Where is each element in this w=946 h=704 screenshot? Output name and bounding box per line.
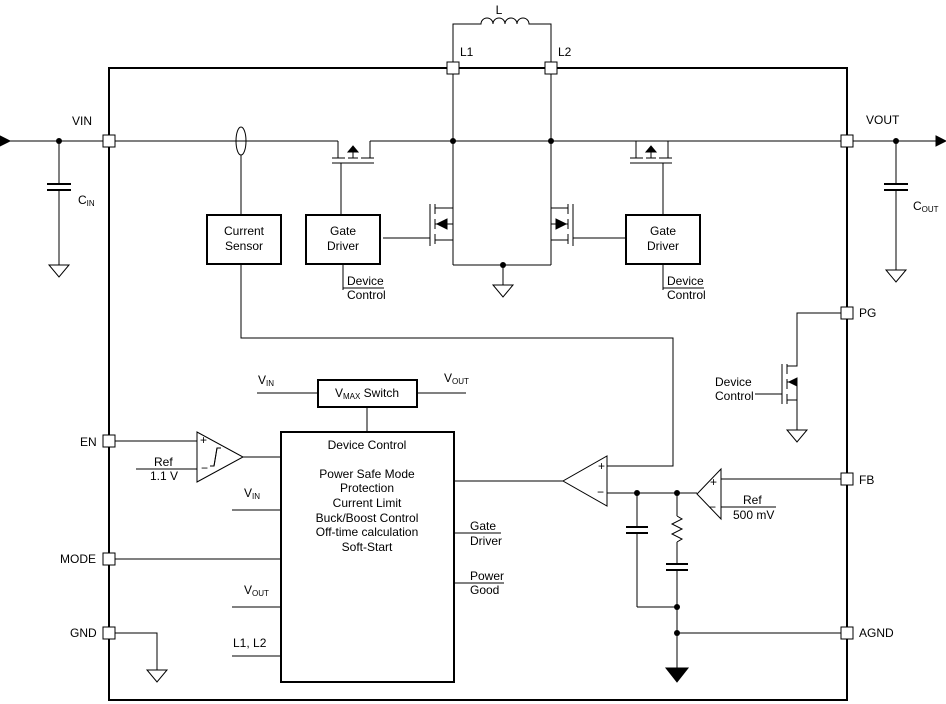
current-sensor-line2: Sensor — [225, 239, 263, 253]
l2-pin — [544, 61, 558, 75]
en-ref-value: 1.1 V — [150, 469, 178, 483]
gate-driver-right-line1: Gate — [650, 224, 676, 238]
pg-pin-label: PG — [859, 306, 876, 320]
dc-gate-driver-line2: Driver — [470, 534, 502, 548]
dc-power-good-line1: Power — [470, 569, 504, 583]
vin-pin — [102, 134, 116, 148]
dc-gate-driver-line1: Gate — [470, 519, 496, 533]
agnd-pin — [840, 626, 854, 640]
device-control-function: Protection — [340, 481, 394, 495]
vmax-vout-label: VOUT — [444, 371, 469, 386]
current-sensor-line1: Current — [224, 224, 265, 238]
device-control-function: Power Safe Mode — [319, 467, 415, 481]
en-ref-label: Ref — [154, 455, 173, 469]
svg-text:−: − — [709, 500, 716, 514]
right-low-side-mosfet — [551, 204, 626, 246]
current-sensor-block: Current Sensor — [206, 214, 282, 265]
vout-rail: COUT VOUT — [840, 113, 946, 283]
gate-driver-right-line2: Driver — [647, 239, 679, 253]
device-control-pg-line1: Device — [715, 375, 752, 389]
fb-pin — [840, 472, 854, 486]
mode-pin-label: MODE — [60, 552, 96, 566]
fb-amplifier: + − Ref 500 mV FB — [696, 467, 874, 522]
agnd-pin-label: AGND — [859, 626, 894, 640]
device-control-function: Off-time calculation — [316, 525, 419, 539]
fb-ref-label: Ref — [743, 493, 762, 507]
device-control-right-line2: Control — [667, 288, 706, 302]
inductor-label: L — [496, 3, 503, 17]
cin-label: CIN — [78, 193, 95, 208]
left-high-side-mosfet — [332, 141, 374, 215]
vin-arrow-icon — [0, 135, 12, 147]
device-control-pg-line2: Control — [715, 389, 754, 403]
dc-vout-label: VOUT — [244, 583, 269, 598]
ground-icon — [145, 669, 169, 683]
svg-text:−: − — [201, 461, 208, 475]
gate-driver-left-line1: Gate — [330, 224, 356, 238]
agnd-section: AGND — [677, 626, 894, 640]
dc-power-good-line2: Good — [470, 583, 499, 597]
ground-icon — [491, 284, 515, 298]
gnd-pin-label: GND — [70, 626, 97, 640]
device-control-function: Soft-Start — [342, 540, 393, 554]
dc-l1-l2-label: L1, L2 — [233, 636, 267, 650]
inductor-l: L — [452, 3, 552, 62]
left-low-side-mosfet — [383, 204, 453, 246]
vout-arrow-icon — [935, 135, 946, 147]
svg-text:−: − — [597, 485, 604, 499]
l1-pin — [446, 61, 460, 75]
device-control-block: Device Control Power Safe Mode Protectio… — [232, 431, 504, 683]
gate-driver-right-block: Gate Driver — [625, 214, 701, 265]
device-control-right-line1: Device — [667, 274, 704, 288]
gate-driver-left-block: Gate Driver — [305, 214, 381, 265]
vmax-vin-label: VIN — [258, 373, 274, 388]
vmax-switch-label: VMAX Switch — [335, 386, 399, 401]
l1-pin-label: L1 — [460, 45, 474, 59]
ground-icon — [884, 269, 908, 283]
pg-pin — [840, 306, 854, 320]
vin-rail: CIN VIN — [0, 114, 848, 278]
mode-pin — [102, 552, 116, 566]
device-control-function: Buck/Boost Control — [316, 511, 419, 525]
device-control-left-line2: Control — [347, 288, 386, 302]
compensation-network — [626, 490, 690, 683]
svg-text:+: + — [200, 433, 207, 447]
gnd-section: GND — [70, 626, 169, 683]
en-pin-label: EN — [80, 435, 97, 449]
svg-text:+: + — [598, 459, 605, 473]
vout-pin — [840, 134, 854, 148]
ic-boundary — [108, 67, 848, 701]
analog-ground-icon — [664, 667, 690, 683]
en-comparator — [196, 431, 245, 483]
ground-icon — [785, 429, 809, 443]
gnd-pin — [102, 626, 116, 640]
vout-pin-label: VOUT — [866, 113, 900, 127]
fb-ref-value: 500 mV — [733, 508, 774, 522]
fb-pin-label: FB — [859, 473, 874, 487]
vin-pin-label: VIN — [72, 114, 92, 128]
cout-label: COUT — [913, 199, 939, 214]
en-section: EN + − Ref 1.1 V — [80, 431, 281, 483]
right-high-side-mosfet — [630, 141, 672, 215]
device-control-title: Device Control — [328, 438, 407, 452]
svg-text:+: + — [710, 475, 717, 489]
dc-vin-label: VIN — [244, 486, 260, 501]
mode-section: MODE — [60, 552, 281, 566]
ground-icon — [47, 264, 71, 278]
en-pin — [102, 434, 116, 448]
l2-pin-label: L2 — [558, 45, 572, 59]
device-control-function: Current Limit — [333, 496, 402, 510]
error-amplifier: + − — [454, 455, 697, 507]
pg-section: PG Device Control — [715, 306, 876, 443]
vmax-switch-block: VMAX Switch VIN VOUT — [257, 371, 469, 432]
gate-driver-left-line2: Driver — [327, 239, 359, 253]
device-control-left-line1: Device — [347, 274, 384, 288]
